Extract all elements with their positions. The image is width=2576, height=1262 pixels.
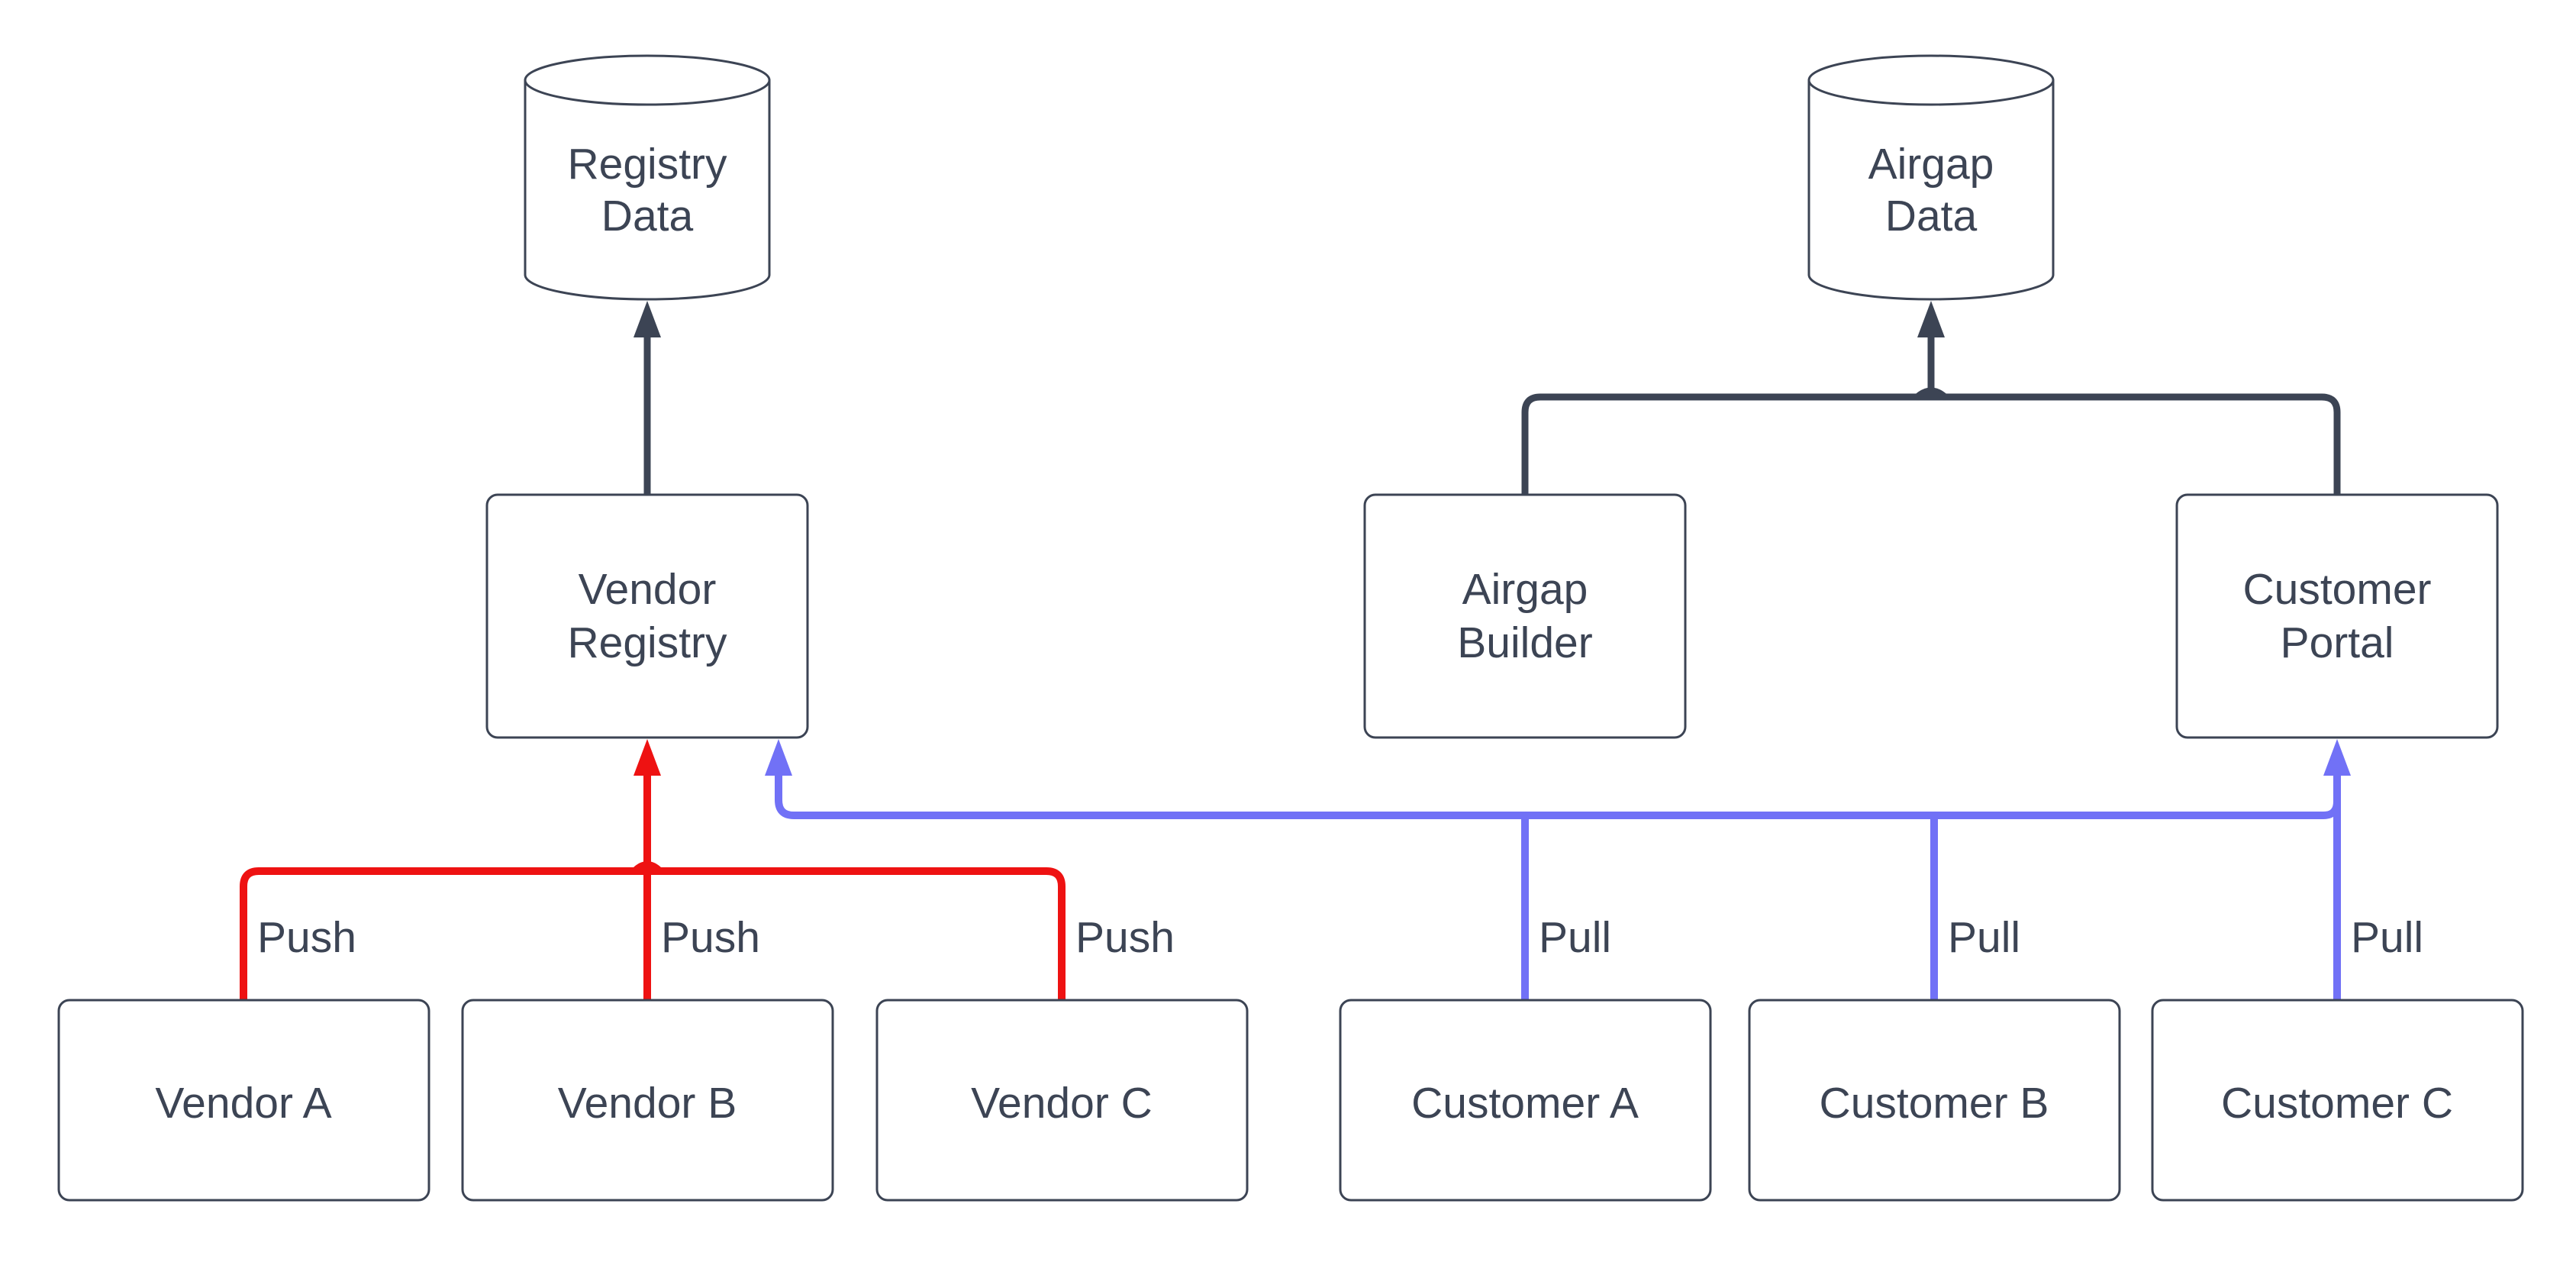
node-customer-c: Customer C (2151, 999, 2524, 1202)
arrowhead-up-icon (2323, 739, 2351, 776)
pull-label-customer-b: Pull (1948, 913, 2020, 962)
vendor-registry-label-line1: Vendor (579, 565, 717, 614)
node-customer-a: Customer A (1339, 999, 1712, 1202)
airgap-data-label-line1: Airgap (1868, 140, 1994, 189)
customer-a-label: Customer A (1411, 1079, 1639, 1128)
arrowhead-up-icon (634, 739, 661, 776)
process-box (461, 999, 834, 1202)
node-vendor-a: Vendor A (57, 999, 430, 1202)
customer-portal-label-line2: Portal (2281, 618, 2394, 667)
arrowhead-up-icon (1917, 301, 1945, 337)
vendor-a-label: Vendor A (155, 1079, 331, 1128)
registry-data-label-line1: Registry (567, 140, 727, 189)
edge-push-tree (240, 739, 1066, 1004)
arrowhead-up-icon (765, 739, 792, 776)
process-box (57, 999, 430, 1202)
push-label-vendor-c: Push (1075, 913, 1175, 962)
push-label-vendor-a: Push (257, 913, 356, 962)
process-box (1363, 493, 1687, 739)
node-customer-portal: Customer Portal (2175, 493, 2499, 739)
customer-portal-label-line1: Customer (2242, 565, 2431, 614)
node-vendor-b: Vendor B (461, 999, 834, 1202)
edge-vendor-registry-to-registry-data (634, 301, 661, 499)
process-box (1339, 999, 1712, 1202)
node-registry-data: Registry Data (524, 54, 771, 301)
node-vendor-registry: Vendor Registry (485, 493, 809, 739)
customer-c-label: Customer C (2221, 1079, 2453, 1128)
database-cylinder-top (524, 54, 771, 106)
vendor-b-label: Vendor B (558, 1079, 737, 1128)
node-airgap-data: Airgap Data (1807, 54, 2055, 301)
registry-data-label-line2: Data (601, 192, 694, 240)
push-label-vendor-b: Push (661, 913, 760, 962)
process-box (1748, 999, 2121, 1202)
node-customer-b: Customer B (1748, 999, 2121, 1202)
pull-label-customer-a: Pull (1539, 913, 1611, 962)
edge-pull-bus (765, 739, 2351, 1004)
process-box (2175, 493, 2499, 739)
airgap-builder-label-line1: Airgap (1462, 565, 1588, 614)
push-junction-fillet (631, 861, 663, 875)
node-vendor-c: Vendor C (875, 999, 1249, 1202)
process-box (2151, 999, 2524, 1202)
node-airgap-builder: Airgap Builder (1363, 493, 1687, 739)
process-box (485, 493, 809, 739)
push-bus-line (240, 867, 1066, 1004)
customer-b-label: Customer B (1820, 1079, 2049, 1128)
airgap-builder-label-line2: Builder (1457, 618, 1592, 667)
airgap-data-label-line2: Data (1885, 192, 1978, 240)
connector-line (1521, 393, 2341, 499)
vendor-registry-label-line2: Registry (567, 618, 727, 667)
vendor-c-label: Vendor C (971, 1079, 1153, 1128)
database-cylinder-top (1807, 54, 2055, 106)
edge-airgap-builder-portal-to-airgap-data (1521, 301, 2341, 499)
pull-label-customer-c: Pull (2351, 913, 2423, 962)
process-box (875, 999, 1249, 1202)
database-cylinder-body (1807, 80, 2055, 301)
arrowhead-up-icon (634, 301, 661, 337)
database-cylinder-body (524, 80, 771, 301)
pull-bus-line (775, 770, 2341, 819)
